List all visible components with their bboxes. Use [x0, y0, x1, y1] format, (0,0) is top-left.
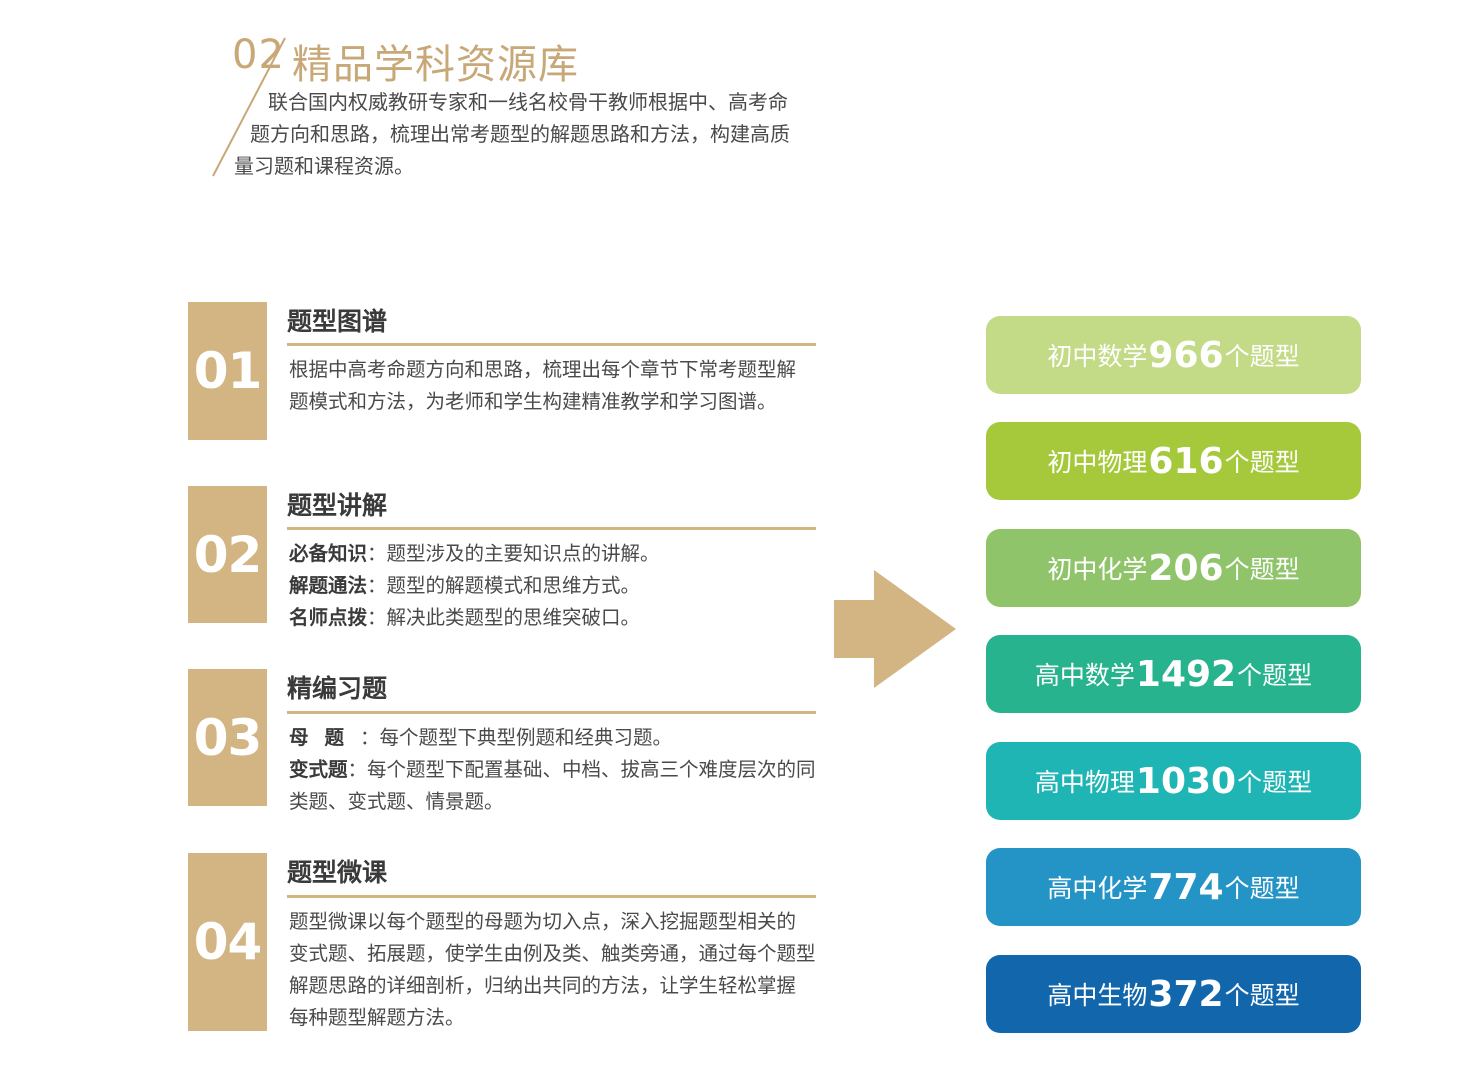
item-text: ：解决此类题型的思维突破口。 [367, 606, 641, 629]
stat-count: 966 [1148, 334, 1224, 376]
section-number-badge: 04 [188, 853, 267, 1031]
stat-count: 206 [1148, 547, 1224, 589]
item-text: ：每个题型下典型例题和经典习题。 [360, 726, 673, 749]
header-slash-decoration [212, 37, 286, 177]
stat-suffix: 个题型 [1237, 768, 1313, 797]
section-body-item: 名师点拨：解决此类题型的思维突破口。 [289, 602, 829, 634]
section-divider [287, 895, 816, 898]
stat-prefix: 高中数学 [1034, 661, 1135, 690]
section-number-badge: 03 [188, 669, 267, 806]
stat-suffix: 个题型 [1224, 981, 1300, 1010]
stat-suffix: 个题型 [1224, 555, 1300, 584]
stat-suffix: 个题型 [1237, 661, 1313, 690]
section-body-item: 变式题：每个题型下配置基础、中档、拔高三个难度层次的同 [289, 754, 829, 786]
section-body-line: 解题思路的详细剖析，归纳出共同的方法，让学生轻松掌握 [289, 974, 797, 997]
section-body-line: 题型微课以每个题型的母题为切入点，深入挖掘题型相关的 [289, 910, 797, 933]
item-keyword: 必备知识 [289, 542, 368, 565]
section-body-line: 类题、变式题、情景题。 [289, 790, 504, 813]
stat-prefix: 高中化学 [1047, 874, 1148, 903]
header-number: 02 [232, 32, 285, 78]
stat-count: 1492 [1135, 653, 1237, 695]
section-body-item: 必备知识：题型涉及的主要知识点的讲解。 [289, 538, 829, 570]
section-divider [287, 711, 816, 714]
section-number-badge: 02 [188, 486, 267, 623]
section-body-item: 解题通法：题型的解题模式和思维方式。 [289, 570, 829, 602]
stat-count: 774 [1148, 866, 1224, 908]
header-desc-line-3: 量习题和课程资源。 [234, 154, 414, 178]
section-divider [287, 343, 816, 346]
item-keyword: 名师点拨 [289, 606, 368, 629]
item-text: ：题型的解题模式和思维方式。 [367, 574, 641, 597]
header-title: 精品学科资源库 [292, 42, 579, 88]
section-title: 题型讲解 [287, 491, 388, 520]
section-body: 题型微课以每个题型的母题为切入点，深入挖掘题型相关的 变式题、拓展题，使学生由例… [289, 906, 829, 1034]
section-body-item: 母题：每个题型下典型例题和经典习题。 [289, 722, 829, 754]
section-divider [287, 527, 816, 530]
section-body-line: 根据中高考命题方向和思路，梳理出每个章节下常考题型解 [289, 358, 797, 381]
stat-prefix: 初中物理 [1047, 448, 1148, 477]
stat-count: 1030 [1135, 760, 1237, 802]
right-arrow-icon [834, 570, 956, 688]
header-desc-line-2: 题方向和思路，梳理出常考题型的解题思路和方法，构建高质 [250, 122, 790, 146]
section-body-line: 题模式和方法，为老师和学生构建精准教学和学习图谱。 [289, 390, 777, 413]
stat-prefix: 初中化学 [1047, 555, 1148, 584]
section-body-line: 每种题型解题方法。 [289, 1006, 465, 1029]
section-body: 必备知识：题型涉及的主要知识点的讲解。 解题通法：题型的解题模式和思维方式。 名… [289, 538, 829, 634]
header-desc-line-1: 联合国内权威教研专家和一线名校骨干教师根据中、高考命 [268, 90, 788, 114]
item-text: ：题型涉及的主要知识点的讲解。 [367, 542, 660, 565]
stat-suffix: 个题型 [1224, 874, 1300, 903]
stat-suffix: 个题型 [1224, 342, 1300, 371]
stat-count: 372 [1148, 973, 1224, 1015]
section-title: 题型微课 [287, 858, 388, 887]
item-keyword: 变式题 [289, 758, 348, 781]
section-number-badge: 01 [188, 302, 267, 440]
item-keyword: 母题 [289, 726, 361, 749]
stat-prefix: 高中生物 [1047, 981, 1148, 1010]
stat-prefix: 初中数学 [1047, 342, 1148, 371]
item-keyword: 解题通法 [289, 574, 368, 597]
section-title: 精编习题 [287, 674, 388, 703]
item-text: ：每个题型下配置基础、中档、拔高三个难度层次的同 [347, 758, 816, 781]
section-body: 根据中高考命题方向和思路，梳理出每个章节下常考题型解 题模式和方法，为老师和学生… [289, 354, 829, 418]
stat-suffix: 个题型 [1224, 448, 1300, 477]
section-title: 题型图谱 [287, 307, 388, 336]
stat-count: 616 [1148, 440, 1224, 482]
section-body: 母题：每个题型下典型例题和经典习题。 变式题：每个题型下配置基础、中档、拔高三个… [289, 722, 829, 818]
section-body-line: 变式题、拓展题，使学生由例及类、触类旁通，通过每个题型 [289, 942, 816, 965]
stat-prefix: 高中物理 [1034, 768, 1135, 797]
